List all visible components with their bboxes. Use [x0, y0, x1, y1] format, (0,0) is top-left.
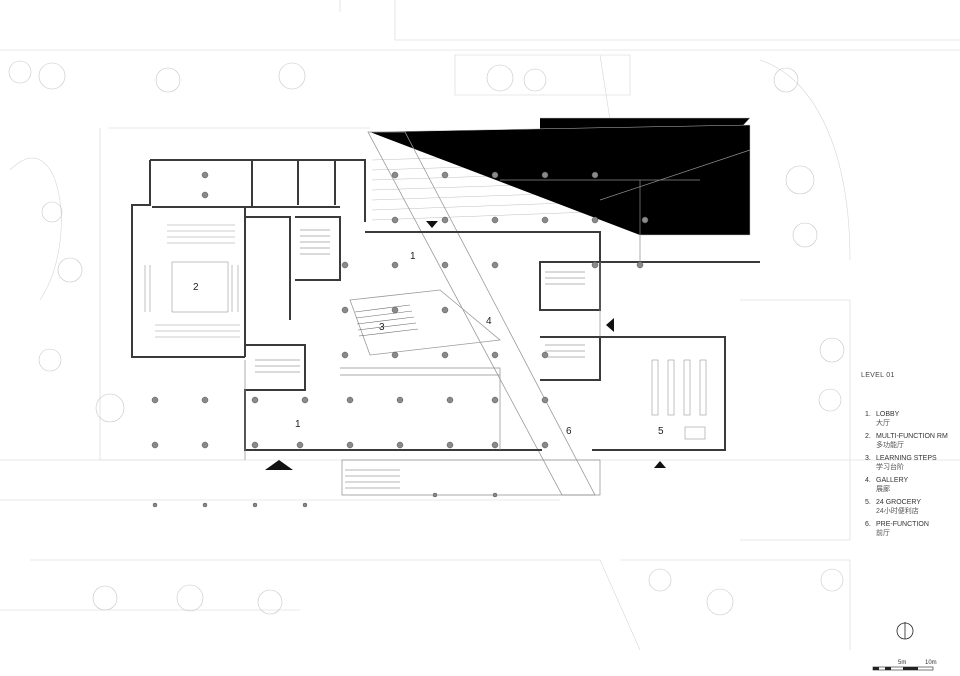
legend-item: 1. LOBBY 大厅	[865, 410, 957, 428]
room-label-lobby-north: 1	[410, 251, 416, 262]
legend-number: 1.	[865, 411, 871, 418]
room-label-learning-steps: 3	[379, 322, 385, 333]
stairs	[255, 229, 585, 489]
legend-label: GALLERY	[876, 477, 909, 484]
structural-columns	[151, 171, 649, 508]
grocery-shelves	[651, 359, 707, 440]
legend-number: 6.	[865, 521, 871, 528]
room-label-gallery: 4	[486, 316, 492, 327]
level-title: LEVEL 01	[861, 372, 895, 379]
legend-item: 3. LEARNING STEPS 学习台阶	[865, 454, 957, 472]
room-label-multi-function: 2	[193, 282, 199, 293]
secondary-lines	[244, 149, 751, 496]
landscape-trees	[8, 60, 845, 616]
legend-label: LEARNING STEPS	[876, 455, 937, 462]
legend: 1. LOBBY 大厅 2. MULTI-FUNCTION RM 多功能厅 3. L…	[865, 410, 957, 542]
scale-label-10m: 10m	[925, 660, 937, 666]
legend-label-zh: 学习台阶	[876, 464, 904, 471]
legend-label-zh: 展廊	[876, 486, 890, 493]
terrace-hatch	[369, 117, 751, 236]
legend-item: 6. PRE-FUNCTION 前厅	[865, 520, 957, 538]
legend-number: 4.	[865, 477, 871, 484]
legend-item: 2. MULTI-FUNCTION RM 多功能厅	[865, 432, 957, 450]
legend-label: 24 GROCERY	[876, 499, 921, 506]
legend-number: 3.	[865, 455, 871, 462]
legend-label-zh: 大厅	[876, 420, 890, 427]
legend-label-zh: 前厅	[876, 530, 890, 537]
scale-bar: 5m 10m	[872, 660, 937, 671]
legend-label: MULTI-FUNCTION RM	[876, 433, 948, 440]
building-walls	[131, 159, 760, 451]
legend-label: PRE-FUNCTION	[876, 521, 929, 528]
auditorium-seating	[144, 224, 240, 338]
room-label-pre-function: 6	[566, 426, 572, 437]
legend-item: 5. 24 GROCERY 24小时便利店	[865, 498, 957, 516]
room-label-grocery: 5	[658, 426, 664, 437]
legend-label-zh: 24小时便利店	[876, 508, 919, 515]
legend-item: 4. GALLERY 展廊	[865, 476, 957, 494]
room-label-lobby-south: 1	[295, 419, 301, 430]
legend-label: LOBBY	[876, 411, 900, 418]
site-context	[0, 0, 960, 651]
north-arrow-icon	[896, 622, 914, 640]
legend-label-zh: 多功能厅	[876, 442, 904, 449]
legend-number: 5.	[865, 499, 871, 506]
scale-label-5m: 5m	[898, 660, 906, 666]
legend-number: 2.	[865, 433, 871, 440]
entrance-markers	[265, 221, 666, 470]
